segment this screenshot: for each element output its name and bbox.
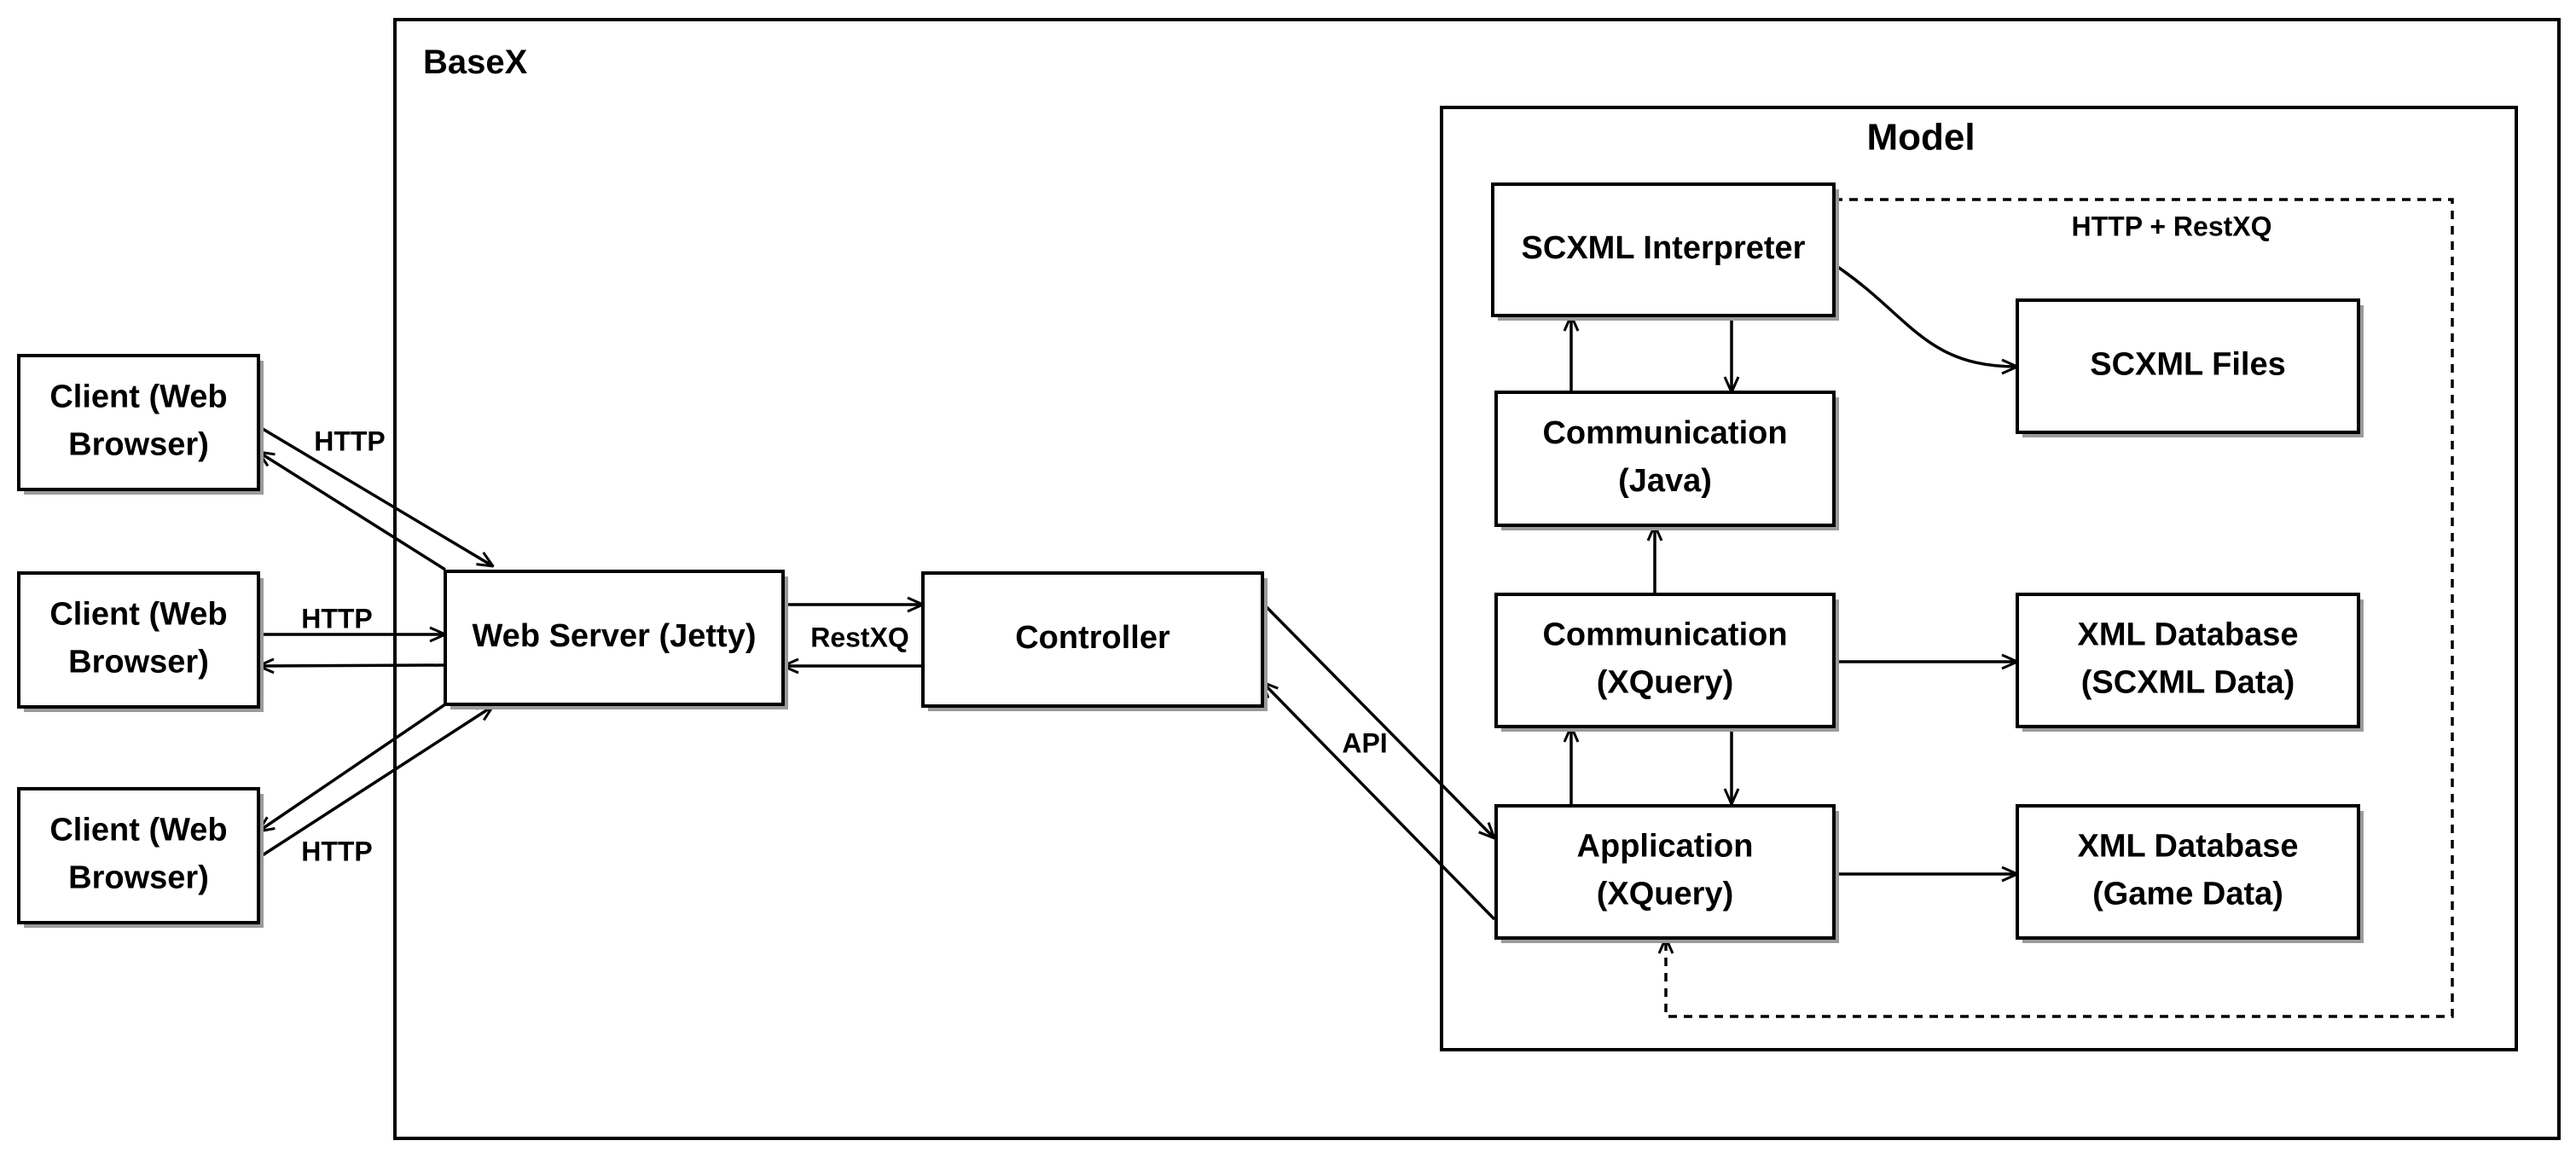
- edge-webserver-to-client2: [258, 665, 446, 666]
- node-xml-db-game: XML Database (Game Data): [2016, 804, 2364, 943]
- node-client2-label-2: Browser): [68, 645, 209, 680]
- node-client2-box: [17, 571, 260, 709]
- basex-title: BaseX: [423, 43, 528, 81]
- edges: [258, 198, 2454, 1018]
- node-comm-java-label-2: (Java): [1618, 463, 1712, 499]
- edge-webserver-to-client3: [258, 703, 446, 831]
- node-client1-label-2: Browser): [68, 427, 209, 463]
- edge-interpreter-to-scxml-files: [1833, 263, 2017, 367]
- node-scxml-interpreter: SCXML Interpreter: [1491, 182, 1839, 321]
- edge-client3-to-webserver: [258, 706, 493, 860]
- node-web-server: Web Server (Jetty): [444, 570, 788, 709]
- node-comm-xquery-box: [1494, 593, 1836, 728]
- node-comm-java-label-1: Communication: [1542, 415, 1787, 451]
- edge-controller-to-application: [1261, 601, 1494, 838]
- node-xml-db-game-box: [2016, 804, 2360, 940]
- node-xml-db-scxml-label-1: XML Database: [2077, 617, 2298, 653]
- node-xml-db-scxml-box: [2016, 593, 2360, 728]
- model-title: Model: [1866, 117, 1975, 159]
- node-scxml-interpreter-label-1: SCXML Interpreter: [1522, 230, 1806, 266]
- node-controller-box: [921, 571, 1264, 708]
- node-xml-db-game-label-1: XML Database: [2077, 829, 2298, 865]
- node-comm-java-box: [1494, 391, 1836, 527]
- node-application-box: [1494, 804, 1836, 940]
- node-comm-xquery-label-2: (XQuery): [1597, 665, 1733, 701]
- node-scxml-files: SCXML Files: [2016, 298, 2364, 437]
- node-web-server-box: [444, 570, 785, 706]
- node-client3-label-2: Browser): [68, 860, 209, 896]
- node-client1-label-1: Client (Web: [49, 379, 227, 415]
- node-application-label-1: Application: [1577, 829, 1754, 865]
- edge-label-api: API: [1342, 727, 1387, 758]
- edge-label-http-2: HTTP: [301, 603, 373, 634]
- node-controller: Controller: [921, 571, 1268, 711]
- edge-label-http-1: HTTP: [314, 426, 386, 456]
- edge-http-restxq-loop: [1666, 198, 2454, 1018]
- node-comm-java: Communication (Java): [1494, 391, 1839, 530]
- node-application-label-2: (XQuery): [1597, 877, 1733, 912]
- node-scxml-interpreter-box: [1491, 182, 1836, 317]
- node-xml-db-game-label-2: (Game Data): [2092, 877, 2283, 912]
- edge-client1-to-webserver: [258, 425, 493, 566]
- node-comm-xquery: Communication (XQuery): [1494, 593, 1839, 732]
- node-scxml-files-box: [2016, 298, 2360, 434]
- edge-label-http-3: HTTP: [301, 836, 373, 866]
- node-client2-label-1: Client (Web: [49, 597, 227, 633]
- node-client1-box: [17, 354, 260, 491]
- node-application: Application (XQuery): [1494, 804, 1839, 943]
- node-xml-db-scxml: XML Database (SCXML Data): [2016, 593, 2364, 732]
- node-comm-xquery-label-1: Communication: [1542, 617, 1787, 653]
- edge-label-restxq: RestXQ: [810, 622, 909, 652]
- basex-container: [393, 18, 2561, 1140]
- edge-label-http-restxq: HTTP + RestXQ: [2071, 211, 2271, 241]
- edge-webserver-to-client1: [258, 452, 446, 571]
- node-client3-box: [17, 787, 260, 924]
- node-web-server-label-1: Web Server (Jetty): [473, 618, 757, 654]
- node-client3-label-1: Client (Web: [49, 813, 227, 848]
- node-scxml-files-label-1: SCXML Files: [2090, 347, 2285, 383]
- edge-application-to-controller: [1262, 682, 1496, 921]
- node-xml-db-scxml-label-2: (SCXML Data): [2081, 665, 2295, 701]
- node-controller-label-1: Controller: [1015, 620, 1170, 656]
- model-container: [1440, 106, 2518, 1051]
